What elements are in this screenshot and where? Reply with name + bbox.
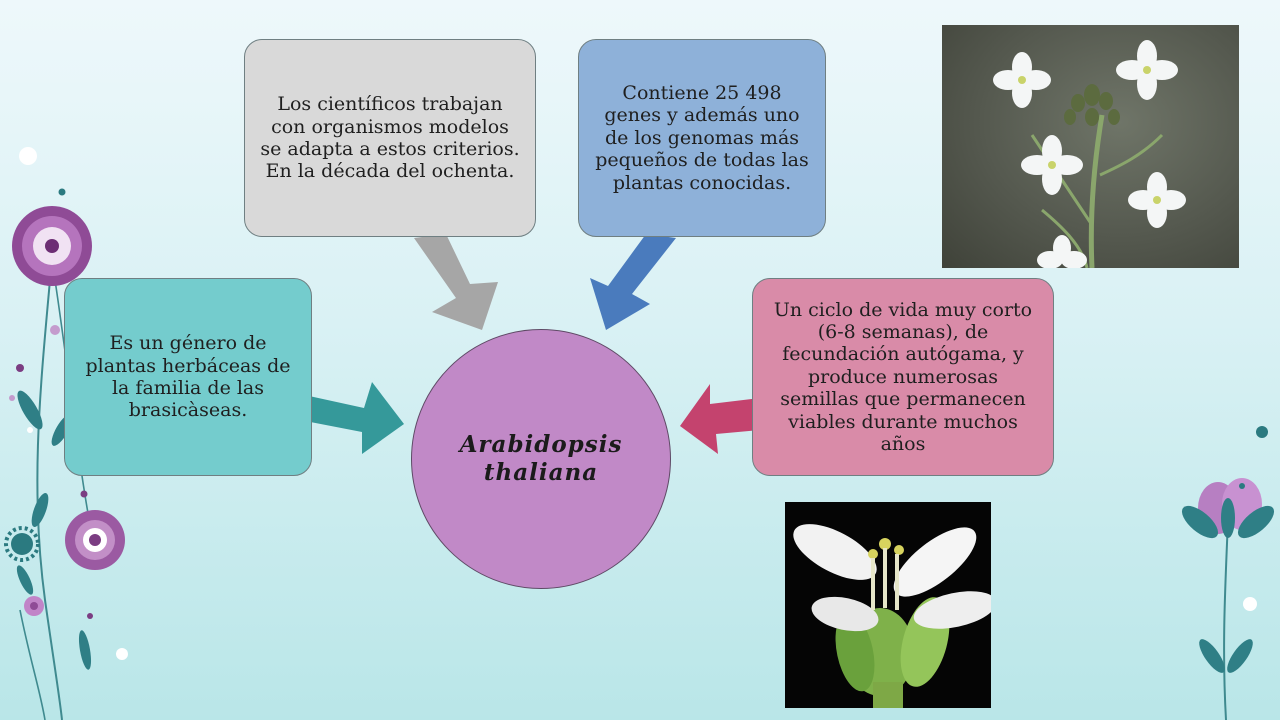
info-box-left-text: Es un género de plantas herbáceas de la … [85,332,291,422]
info-box-right: Un ciclo de vida muy corto (6-8 semanas)… [752,278,1054,476]
arrow-top2-to-center [590,234,676,330]
info-box-top-left: Los científicos trabajan con organismos … [244,39,536,237]
floral-decoration-left [4,147,128,720]
flower-closeup-illustration [793,524,991,708]
center-node-label: Arabidopsis thaliana [459,431,623,486]
flowering-plant-photo [942,25,1239,268]
floral-decoration-right [1181,426,1275,720]
arrow-right-to-center [680,384,760,454]
info-box-top-left-text: Los científicos trabajan con organismos … [260,93,520,183]
flower-closeup-photo [785,502,991,708]
info-box-right-text: Un ciclo de vida muy corto (6-8 semanas)… [773,298,1033,456]
flowering-plant-illustration [993,40,1186,268]
info-box-left: Es un género de plantas herbáceas de la … [64,278,312,476]
info-box-top-right: Contiene 25 498 genes y además uno de lo… [578,39,826,237]
info-box-top-right-text: Contiene 25 498 genes y además uno de lo… [595,81,809,194]
arrow-top1-to-center [414,234,498,330]
center-node: Arabidopsis thaliana [411,329,671,589]
arrow-left-to-center [300,382,404,454]
